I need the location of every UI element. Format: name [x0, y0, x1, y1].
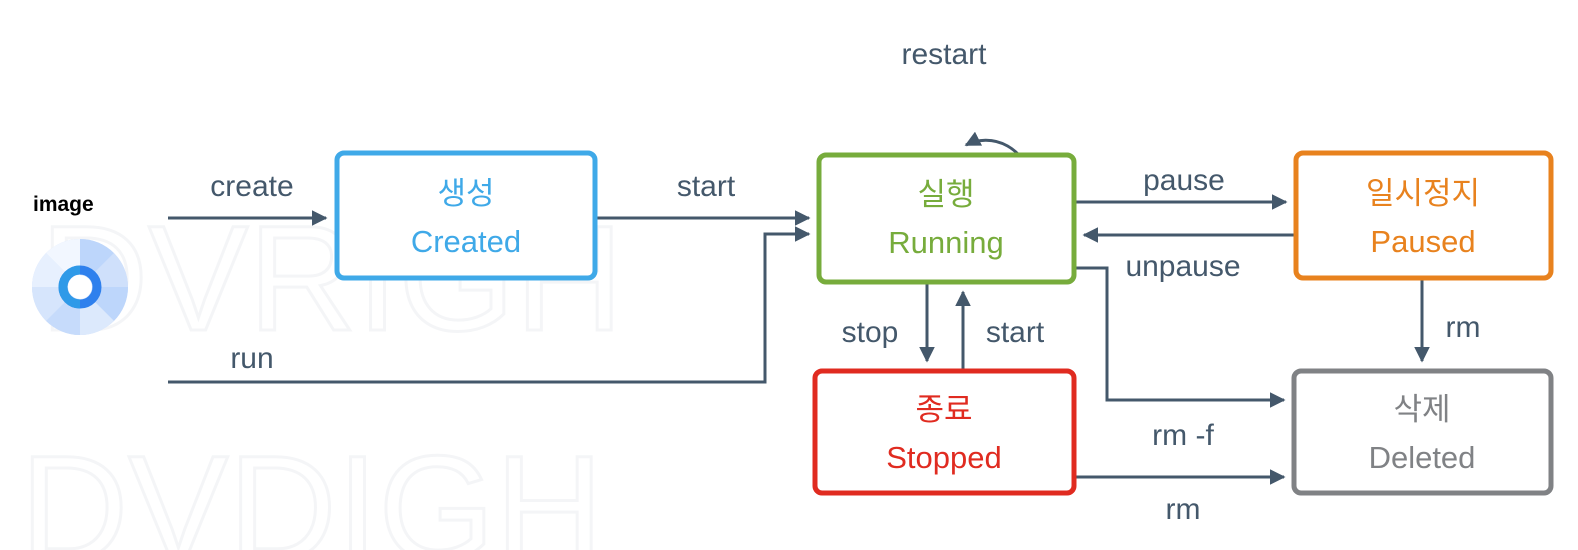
edge-run-line: [168, 226, 811, 384]
node-running[interactable]: 실행 Running: [816, 152, 1077, 285]
edge-label-create: create: [210, 170, 293, 203]
node-paused[interactable]: 일시정지 Paused: [1293, 150, 1554, 281]
image-source: image: [32, 193, 128, 335]
node-paused-label-ko: 일시정지: [1366, 176, 1480, 211]
node-deleted-label-en: Deleted: [1369, 440, 1476, 475]
node-stopped[interactable]: 종료 Stopped: [812, 368, 1077, 496]
node-created[interactable]: 생성 Created: [334, 150, 598, 281]
node-stopped-box[interactable]: [812, 368, 1077, 496]
edge-label-unpause: unpause: [1125, 250, 1240, 283]
image-source-label: image: [33, 193, 94, 216]
disc-image-icon: [32, 239, 128, 335]
edge-label-restart: restart: [901, 38, 987, 71]
node-deleted[interactable]: 삭제 Deleted: [1291, 368, 1554, 496]
node-paused-label-en: Paused: [1370, 224, 1475, 259]
edge-label-stop: stop: [842, 316, 899, 349]
node-running-box[interactable]: [816, 152, 1077, 285]
node-created-box[interactable]: [334, 150, 598, 281]
edge-label-rm-paused: rm: [1446, 311, 1481, 344]
node-running-label-ko: 실행: [917, 177, 974, 212]
node-deleted-box[interactable]: [1291, 368, 1554, 496]
node-running-label-en: Running: [888, 225, 1003, 260]
edge-label-rm-stopped: rm: [1166, 493, 1201, 526]
watermark-line-2: DVDIGH: [20, 424, 603, 550]
edge-label-start-created: start: [677, 170, 736, 203]
edge-label-run: run: [230, 342, 273, 375]
edge-rm-force-line: [1074, 266, 1286, 408]
node-stopped-label-ko: 종료: [915, 392, 972, 427]
node-created-label-ko: 생성: [437, 176, 494, 211]
node-deleted-label-ko: 삭제: [1393, 392, 1450, 427]
node-created-label-en: Created: [411, 224, 521, 259]
node-stopped-label-en: Stopped: [886, 440, 1002, 475]
edge-label-start-stopped: start: [986, 316, 1045, 349]
node-paused-box[interactable]: [1293, 150, 1554, 281]
edge-label-rm-force: rm -f: [1152, 419, 1214, 452]
edge-label-pause: pause: [1143, 164, 1225, 197]
